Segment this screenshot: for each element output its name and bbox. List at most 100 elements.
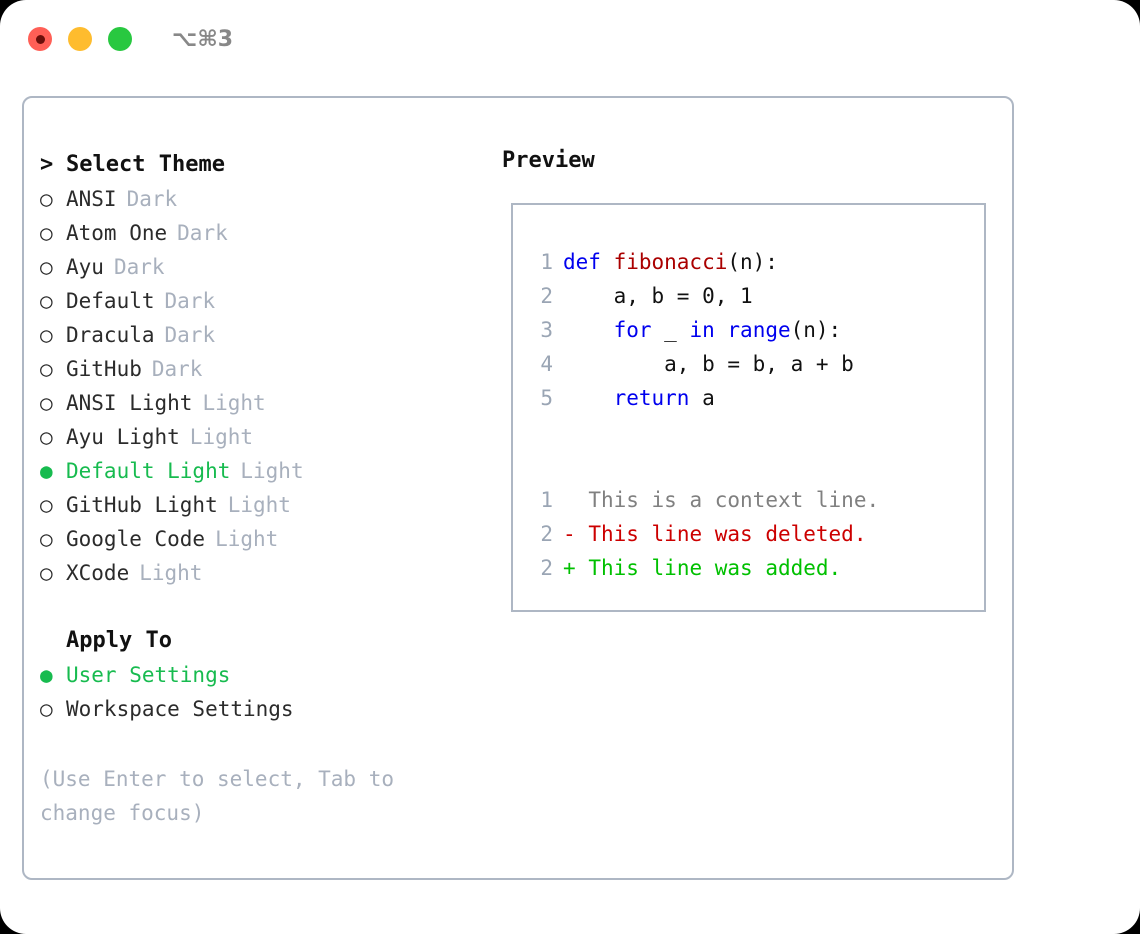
apply-to-label: Workspace Settings [66,697,294,721]
theme-tag: Dark [164,323,216,347]
radio-icon[interactable]: ○ [40,527,53,551]
code-token [715,313,728,347]
diff-marker [563,483,576,517]
radio-icon[interactable]: ○ [40,221,53,245]
code-token: (n): [727,250,778,274]
diff-line-added: 2 + This line was added. [525,551,976,585]
traffic-lights [28,27,132,51]
code-token: def [563,250,614,274]
section-spacer [40,590,490,624]
theme-tag: Dark [113,255,165,279]
line-number: 1 [540,488,553,512]
code-token: a, b = b, a + b [563,352,854,376]
code-token: a, b = 0, 1 [563,284,753,308]
theme-tag: Dark [151,357,203,381]
code-line: 4 a, b = b, a + b [525,347,976,381]
diff-marker: + [563,556,576,580]
line-number: 2 [540,284,553,308]
maximize-button-icon[interactable] [108,27,132,51]
theme-name: XCode [66,561,130,585]
code-token: _ [651,318,690,342]
code-token: for [613,318,652,342]
apply-to-label: User Settings [66,663,231,687]
main-panel: > Select Theme ○ ANSI Dark ○ Atom One Da… [22,96,1014,880]
diff-text: This is a context line. [588,488,880,512]
keyboard-shortcut-label: ⌥⌘3 [172,26,234,52]
theme-name: Dracula [66,323,155,347]
theme-item-default-light[interactable]: ● Default Light Light [40,454,490,488]
radio-icon[interactable]: ○ [40,187,53,211]
line-number: 2 [540,556,553,580]
code-token [563,313,614,347]
diff-text [576,483,589,517]
theme-item-github[interactable]: ○ GitHub Dark [40,352,490,386]
radio-icon-selected[interactable]: ● [40,663,53,687]
apply-to-title: Apply To [66,628,172,653]
close-button-icon[interactable] [28,27,52,51]
preview-heading: Preview [502,148,595,173]
close-dot-icon [35,34,45,44]
radio-icon[interactable]: ○ [40,493,53,517]
radio-icon[interactable]: ○ [40,425,53,449]
spacer-icon: . [40,624,66,658]
radio-icon-selected[interactable]: ● [40,459,53,483]
code-token: return [613,386,690,410]
radio-icon[interactable]: ○ [40,561,53,585]
theme-tag: Light [240,459,304,483]
apply-to-heading: . Apply To [40,624,490,658]
line-number: 3 [540,318,553,342]
theme-item-atom-one[interactable]: ○ Atom One Dark [40,216,490,250]
theme-item-google-code[interactable]: ○ Google Code Light [40,522,490,556]
window-titlebar: ⌥⌘3 [0,0,1140,78]
radio-icon[interactable]: ○ [40,697,53,721]
theme-tag: Light [227,493,291,517]
theme-name: Ayu [66,255,104,279]
radio-icon[interactable]: ○ [40,289,53,313]
theme-name: Ayu Light [66,425,180,449]
radio-icon[interactable]: ○ [40,323,53,347]
page-title: Select Theme [66,152,225,177]
diff-text: This line was added. [588,556,842,580]
diff-text [576,551,589,585]
theme-tag: Light [189,425,254,449]
line-number: 1 [540,250,553,274]
theme-name: GitHub [66,357,142,381]
radio-icon[interactable]: ○ [40,255,53,279]
radio-icon[interactable]: ○ [40,357,53,381]
theme-item-xcode[interactable]: ○ XCode Light [40,556,490,590]
code-token: a [689,386,715,410]
minimize-button-icon[interactable] [68,27,92,51]
code-token: in [689,318,715,342]
code-token [563,381,614,415]
select-theme-heading: > Select Theme [40,148,490,182]
heading-prefix-icon: > [40,152,54,177]
theme-item-ansi[interactable]: ○ ANSI Dark [40,182,490,216]
theme-item-github-light[interactable]: ○ GitHub Light Light [40,488,490,522]
diff-text: This line was deleted. [588,522,867,546]
diff-text [576,517,589,551]
theme-name: Google Code [66,527,206,551]
apply-to-item-user-settings[interactable]: ● User Settings [40,658,490,692]
code-blank-line [525,449,976,483]
theme-item-ayu-light[interactable]: ○ Ayu Light Light [40,420,490,454]
code-token: (n): [790,318,842,342]
diff-marker: - [563,522,576,546]
theme-item-ansi-light[interactable]: ○ ANSI Light Light [40,386,490,420]
line-number: 2 [540,522,553,546]
code-line: 2 a, b = 0, 1 [525,279,976,313]
theme-tag: Dark [177,221,228,245]
line-number: 4 [540,352,553,376]
preview-code-panel: 1 def fibonacci (n): 2 a, b = 0, 1 3 for… [511,203,986,612]
keyboard-hint-text: (Use Enter to select, Tab to change focu… [40,767,407,825]
theme-name: Default Light [66,459,231,483]
theme-name: ANSI Light [66,391,193,415]
theme-item-ayu[interactable]: ○ Ayu Dark [40,250,490,284]
theme-tag: Dark [126,187,178,211]
code-line: 1 def fibonacci (n): [525,245,976,279]
apply-to-item-workspace-settings[interactable]: ○ Workspace Settings [40,692,490,726]
diff-line-context: 1 This is a context line. [525,483,976,517]
theme-item-default[interactable]: ○ Default Dark [40,284,490,318]
radio-icon[interactable]: ○ [40,391,53,415]
theme-item-dracula[interactable]: ○ Dracula Dark [40,318,490,352]
theme-name: ANSI [66,187,117,211]
